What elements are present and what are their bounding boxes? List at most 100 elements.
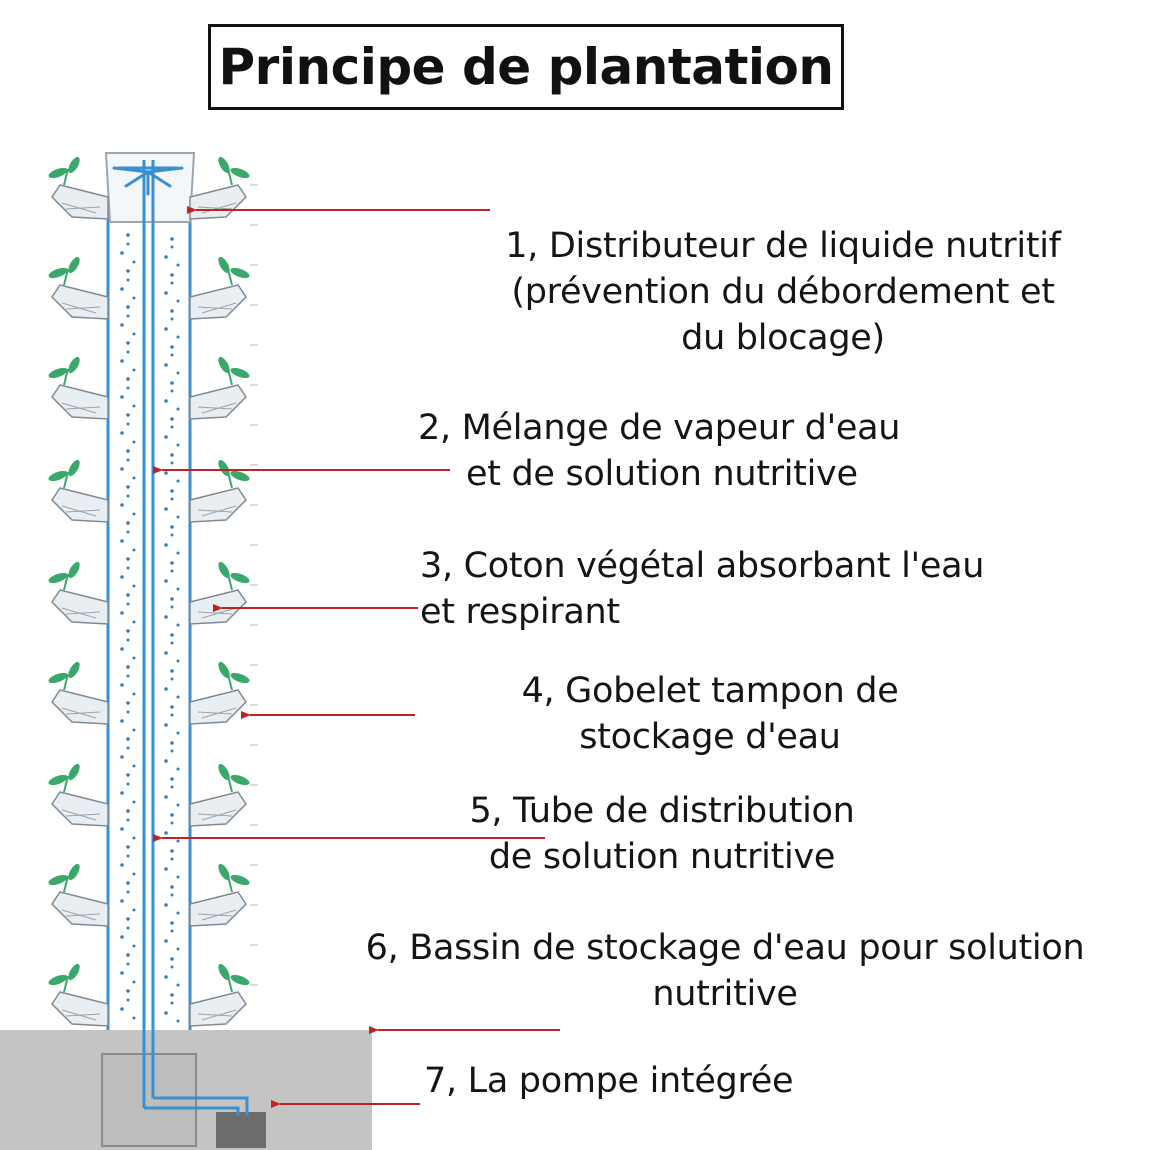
vapor-dot [176,335,180,339]
vapor-dot [120,251,124,255]
vapor-dot [176,1019,180,1023]
vapor-dot [176,299,180,303]
plant-leaf [218,561,230,579]
vapor-dot [164,759,168,763]
vapor-dot [164,831,168,835]
plant-stem [63,975,69,993]
vapor-dot [120,719,124,723]
label-2-vapor-mix: 2, Mélange de vapeur d'eau et de solutio… [418,405,900,497]
plant-leaf [48,974,68,986]
plant-leaf [218,156,230,174]
vapor-dot [126,710,130,714]
plant-pot-icon [48,356,109,420]
vapor-dot [176,695,180,699]
pot-body [51,689,109,725]
plant-leaf [48,774,68,786]
vapor-dot [170,741,174,745]
plant-stem [63,673,69,691]
vapor-dot [170,749,174,753]
vapor-dot [170,605,174,609]
vapor-dot [132,692,136,696]
pot-body [51,891,109,927]
vapor-dot [170,425,174,429]
plant-leaf [68,356,80,374]
plant-leaf [230,572,250,584]
vapor-dot [170,957,174,961]
vapor-dot [170,1001,174,1005]
vapor-dot [164,795,168,799]
vapor-dot [164,651,168,655]
vapor-dot [126,530,130,534]
plant-leaf [48,672,68,684]
vapor-dot [132,800,136,804]
plant-pot-icon [48,763,109,827]
label-6-line-2: nutritive [652,974,798,1014]
title-box: Principe de plantation [208,24,844,110]
vapor-dot [126,449,130,453]
label-7-integrated-pump: 7, La pompe intégrée [424,1058,794,1104]
vapor-dot [170,561,174,565]
pot-mesh [61,707,101,719]
vapor-dot [176,623,180,627]
vapor-dot [164,723,168,727]
vapor-dot [126,422,130,426]
vapor-dot [164,579,168,583]
pot-mesh [61,402,101,414]
vapor-dot [176,407,180,411]
vapor-dot [176,371,180,375]
plant-pot-icon [189,459,250,523]
vapor-dot [126,854,130,858]
vapor-dot [170,633,174,637]
plant-leaf [48,874,68,886]
vapor-dot [170,965,174,969]
vapor-dot [120,827,124,831]
vapor-dot [126,818,130,822]
vapor-dot [126,566,130,570]
vapor-dot [120,971,124,975]
vapor-dot [170,993,174,997]
vapor-dot [126,593,130,597]
label-2-line-2: et de solution nutritive [466,454,858,494]
plant-leaf [68,763,80,781]
pot-mesh [197,607,237,619]
vapor-dot [170,417,174,421]
vapor-dot [164,687,168,691]
vapor-dot [126,377,130,381]
vapor-dot [120,683,124,687]
pump-icon [216,1112,266,1148]
vapor-dot [176,947,180,951]
plant-leaf [218,356,230,374]
vapor-dot [176,983,180,987]
plant-leaf [218,256,230,274]
vapor-dot [176,515,180,519]
plant-stem [63,875,69,893]
pot-mesh [61,809,101,821]
pot-mesh [61,1009,101,1021]
plant-leaf [218,661,230,679]
vapor-dot [132,476,136,480]
label-6-line-1: 6, Bassin de stockage d'eau pour solutio… [365,928,1085,968]
vapor-dot [126,638,130,642]
vapor-dot [132,440,136,444]
plant-stem [63,268,69,286]
plant-stem [63,471,69,489]
plant-leaf [218,863,230,881]
vapor-dot [170,497,174,501]
vapor-dot [164,939,168,943]
pot-mesh [197,202,237,214]
vapor-dot [164,471,168,475]
pot-body [51,184,109,220]
label-7-line-1: 7, La pompe intégrée [424,1061,794,1101]
vapor-dot [126,458,130,462]
label-5-line-1: 5, Tube de distribution [469,791,855,831]
vapor-dot [176,263,180,267]
plant-pot-icon [189,256,250,320]
vapor-dot [170,849,174,853]
plant-stem [63,573,69,591]
vapor-dot [126,233,130,237]
pipe-to-pump [144,1106,240,1116]
plant-leaf [230,974,250,986]
vapor-dot [170,713,174,717]
vapor-dot [170,525,174,529]
page-title: Principe de plantation [218,38,834,96]
